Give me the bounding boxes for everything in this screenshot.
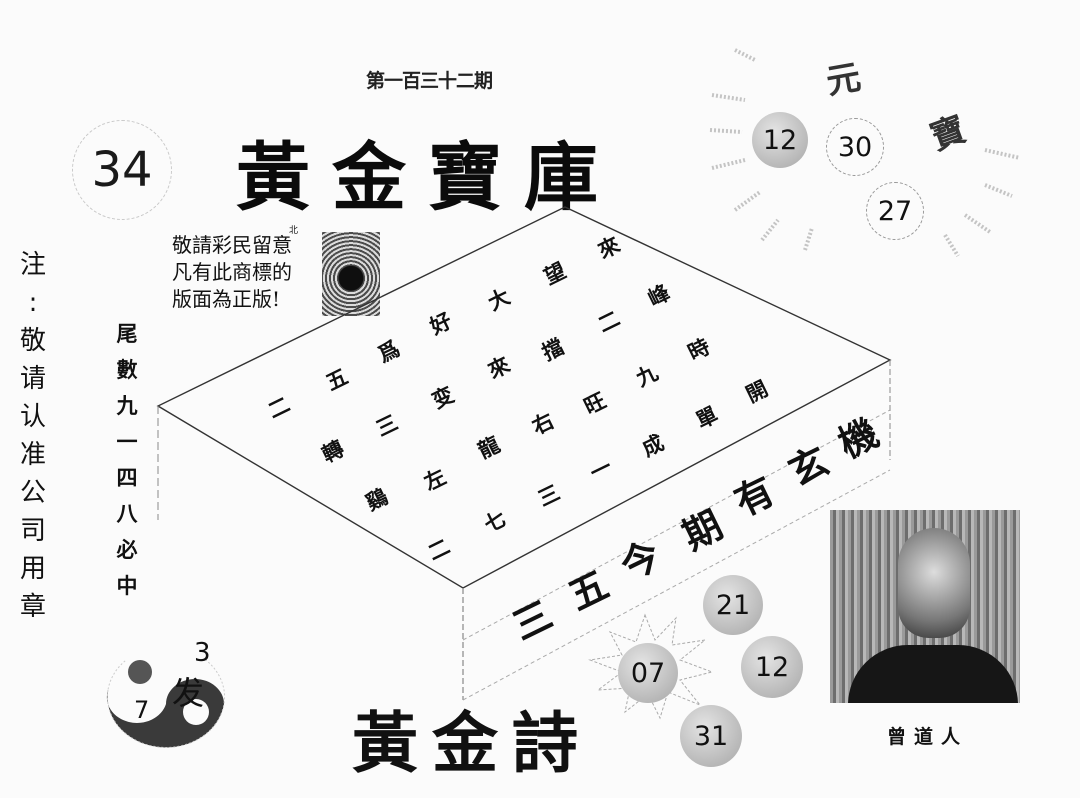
lucky-ball: 12 <box>741 636 803 698</box>
tail-hint-char: 九 <box>116 393 138 418</box>
lucky-ball-highlighted: 07 <box>618 643 678 703</box>
side-note-char: 准 <box>19 440 46 470</box>
tail-hint-char: 中 <box>116 573 138 598</box>
tail-hint-char: 一 <box>116 429 138 454</box>
tail-hint-char: 必 <box>116 537 138 562</box>
lucky-ball: 30 <box>826 118 884 176</box>
page-title: 黃金寶庫 <box>236 135 620 221</box>
lucky-ball: 21 <box>703 575 763 635</box>
vertical-side-note: 注 : 敬 请 认 准 公 司 用 章 <box>18 246 48 626</box>
side-note-char: 注 <box>19 250 46 280</box>
yin-yang-icon: 发 3 7 <box>100 638 232 778</box>
side-note-char: 敬 <box>19 326 46 356</box>
portrait-caption: 曾道人 <box>887 726 969 748</box>
side-note-char: 用 <box>19 554 46 584</box>
side-note-char: 认 <box>19 402 46 432</box>
notice-line: 版面為正版! <box>172 287 281 311</box>
poem-title: 黃金詩 <box>352 704 592 782</box>
notice-line: 敬請彩民留意 <box>172 233 292 257</box>
side-note-char: : <box>28 288 38 318</box>
ball-number: 30 <box>837 131 873 163</box>
yinyang-number-left: 7 <box>134 696 150 724</box>
badge-number: 34 <box>91 142 153 198</box>
portrait-body <box>848 645 1018 703</box>
issue-number: 第一百三十二期 <box>366 70 493 92</box>
side-note-char: 公 <box>19 478 46 508</box>
authenticity-notice: 北 敬請彩民留意 凡有此商標的 版面為正版! <box>172 226 298 313</box>
tail-hint-char: 數 <box>116 357 138 382</box>
portrait-head <box>898 528 970 638</box>
fortune-char: 发 <box>172 674 205 712</box>
number-badge: 34 <box>72 120 172 220</box>
side-note-char: 章 <box>19 592 46 622</box>
tail-hint-char: 尾 <box>116 321 138 346</box>
side-note-char: 司 <box>19 516 46 546</box>
side-note-char: 请 <box>19 364 46 394</box>
ball-number: 31 <box>693 720 729 752</box>
ball-number: 27 <box>877 195 913 227</box>
yinyang-number-top: 3 <box>194 638 211 668</box>
ball-number: 07 <box>630 657 666 689</box>
lucky-ball: 31 <box>680 705 742 767</box>
ball-number: 21 <box>715 589 751 621</box>
tail-hint-char: 四 <box>116 465 138 490</box>
tail-hint-char: 八 <box>116 501 138 526</box>
ball-number: 12 <box>762 124 798 156</box>
lucky-ball: 12 <box>752 112 808 168</box>
portrait-photo <box>830 510 1020 703</box>
tail-number-hint: 尾 數 九 一 四 八 必 中 <box>112 316 142 604</box>
notice-superscript: 北 <box>289 226 299 236</box>
notice-line: 凡有此商標的 <box>172 260 292 284</box>
lucky-ball: 27 <box>866 182 924 240</box>
ball-number: 12 <box>754 651 790 683</box>
